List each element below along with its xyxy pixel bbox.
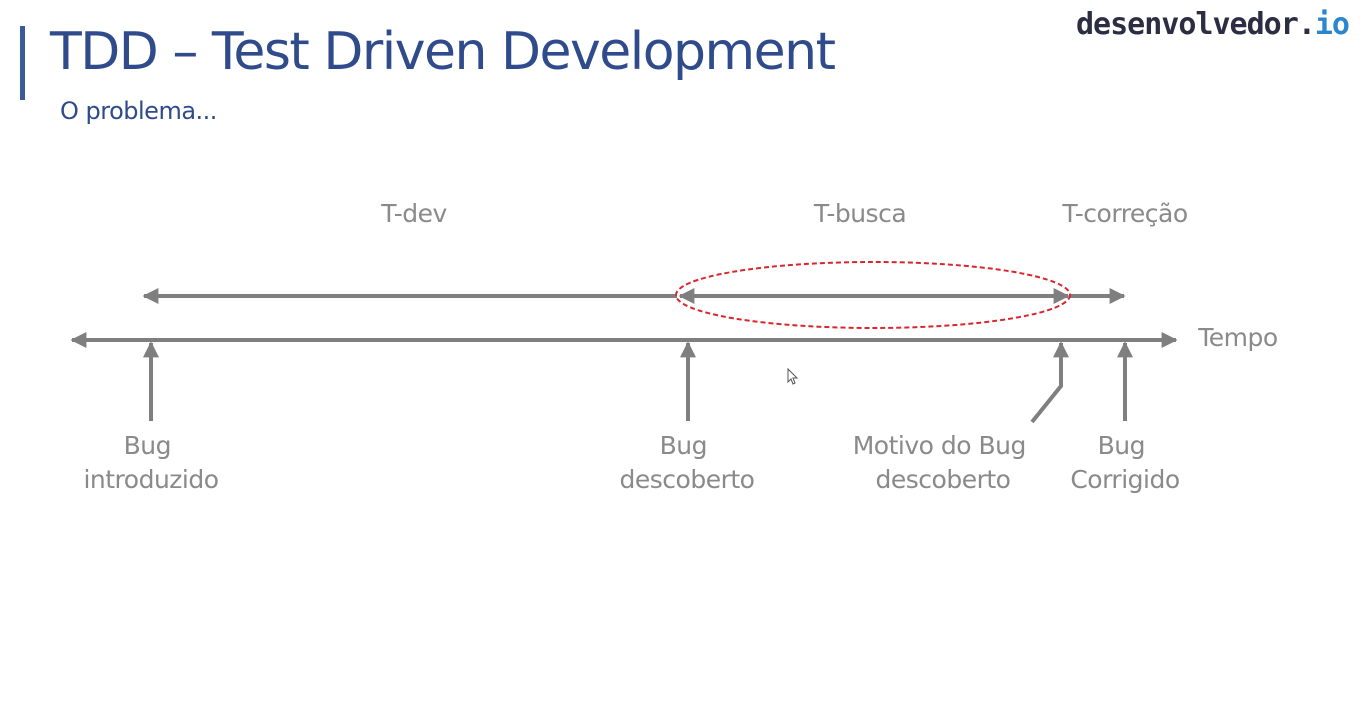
event-label-introduced-line1: Bug — [124, 431, 171, 460]
brand-name: desenvolvedor — [1076, 7, 1299, 42]
event-label-discovered: Bug descoberto — [620, 431, 755, 494]
event-label-fixed-line1: Bug — [1098, 431, 1145, 460]
highlight-ellipse — [675, 261, 1071, 329]
event-label-fixed: Bug Corrigido — [1070, 431, 1179, 494]
event-label-introduced-line2: introduzido — [83, 465, 218, 494]
event-label-introduced: Bug introduzido — [83, 431, 218, 494]
time-axis-label: Tempo — [1197, 323, 1277, 352]
event-label-reason-line2: descoberto — [876, 465, 1011, 494]
event-label-fixed-line2: Corrigido — [1070, 465, 1179, 494]
event-label-reason: Motivo do Bug descoberto — [853, 431, 1034, 494]
event-label-discovered-line1: Bug — [660, 431, 707, 460]
segment-label-busca: T-busca — [813, 199, 906, 228]
page-title: TDD – Test Driven Development — [50, 22, 836, 82]
event-label-reason-line1: Motivo do Bug — [853, 431, 1026, 460]
brand-dot: . — [1297, 7, 1316, 42]
mouse-cursor-icon — [787, 367, 799, 385]
title-accent-bar — [20, 26, 25, 100]
page-subtitle: O problema... — [60, 97, 217, 125]
brand-tld: io — [1314, 7, 1350, 42]
event-label-discovered-line2: descoberto — [620, 465, 755, 494]
segment-label-correcao: T-correção — [1061, 199, 1187, 228]
event-pointer-reason — [1030, 341, 1069, 424]
brand-logo: desenvolvedor.io — [1076, 6, 1350, 44]
segment-label-dev: T-dev — [380, 199, 447, 228]
